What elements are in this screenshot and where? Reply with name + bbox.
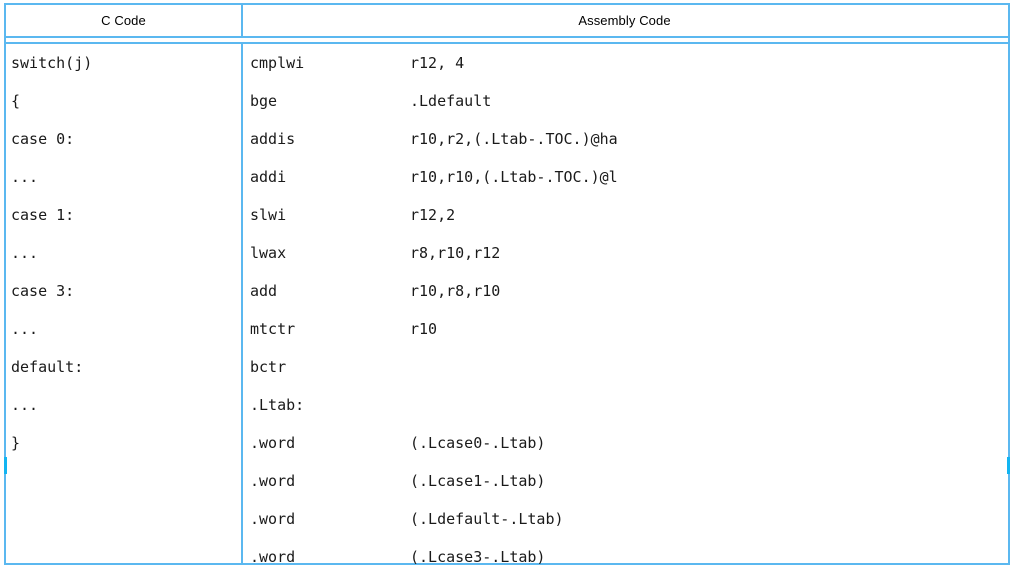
table-row: ... mtctr r10 — [6, 310, 1008, 348]
table-row: ... addi r10,r10,(.Ltab-.TOC.)@l — [6, 158, 1008, 196]
assembly-opcode: .word — [250, 510, 296, 528]
assembly-code-cell: bge .Ldefault — [241, 82, 1008, 120]
assembly-operands: .Ldefault — [410, 92, 492, 110]
table-row: .word (.Ldefault-.Ltab) — [6, 500, 1008, 538]
assembly-code-cell: addi r10,r10,(.Ltab-.TOC.)@l — [241, 158, 1008, 196]
c-code-cell — [6, 500, 241, 538]
assembly-code-cell: .word (.Ldefault-.Ltab) — [241, 500, 1008, 538]
c-code-cell — [6, 462, 241, 500]
table-row: ... lwax r8,r10,r12 — [6, 234, 1008, 272]
assembly-operands: r12,2 — [410, 206, 456, 224]
assembly-code-cell: lwax r8,r10,r12 — [241, 234, 1008, 272]
column-header-c-code: C Code — [101, 13, 146, 28]
assembly-opcode: addis — [250, 130, 296, 148]
c-code-cell: case 1: — [11, 206, 75, 224]
assembly-operands: (.Ldefault-.Ltab) — [410, 510, 564, 528]
table-header-row: C Code Assembly Code — [6, 5, 1008, 36]
assembly-opcode: slwi — [250, 206, 287, 224]
c-code-cell: switch(j) — [11, 54, 93, 72]
assembly-operands: r8,r10,r12 — [410, 244, 501, 262]
header-column-divider — [241, 5, 243, 36]
c-code-cell: ... — [11, 396, 39, 414]
header-rule-lower — [6, 42, 1008, 44]
c-code-cell — [6, 538, 241, 576]
table-row: case 1: slwi r12,2 — [6, 196, 1008, 234]
table-row: case 0: addis r10,r2,(.Ltab-.TOC.)@ha — [6, 120, 1008, 158]
assembly-opcode: addi — [250, 168, 287, 186]
assembly-opcode: lwax — [250, 244, 287, 262]
assembly-code-cell: slwi r12,2 — [241, 196, 1008, 234]
left-edge-accent-marker — [4, 457, 7, 474]
c-code-cell: ... — [11, 168, 39, 186]
assembly-operands: r10 — [410, 320, 438, 338]
table-body: switch(j) cmplwi r12, 4 { bge .Ldefault case 0… — [6, 44, 1008, 566]
c-code-cell: default: — [11, 358, 84, 376]
c-code-cell: case 0: — [11, 130, 75, 148]
assembly-operands: (.Lcase0-.Ltab) — [410, 434, 546, 452]
assembly-opcode: add — [250, 282, 278, 300]
assembly-opcode: mtctr — [250, 320, 296, 338]
table-row: { bge .Ldefault — [6, 82, 1008, 120]
table-row: case 3: add r10,r8,r10 — [6, 272, 1008, 310]
table-row: ... .Ltab: — [6, 386, 1008, 424]
code-comparison-table: C Code Assembly Code switch(j) cmplwi r12,… — [4, 3, 1010, 566]
assembly-code-cell: .word (.Lcase1-.Ltab) — [241, 462, 1008, 500]
table-row: .word (.Lcase3-.Ltab) — [6, 538, 1008, 576]
c-code-cell: case 3: — [11, 282, 75, 300]
assembly-opcode: .word — [250, 472, 296, 490]
assembly-operands: r12, 4 — [410, 54, 465, 72]
assembly-code-cell: bctr — [241, 348, 1008, 386]
body-column-divider — [241, 44, 243, 563]
assembly-opcode: bge — [250, 92, 278, 110]
header-rule-upper — [6, 36, 1008, 38]
assembly-operands: (.Lcase3-.Ltab) — [410, 548, 546, 566]
c-code-cell: } — [11, 434, 21, 452]
assembly-opcode: .word — [250, 548, 296, 566]
c-code-cell: { — [11, 92, 21, 110]
assembly-opcode: cmplwi — [250, 54, 305, 72]
assembly-code-cell: .Ltab: — [241, 386, 1008, 424]
table-row: .word (.Lcase1-.Ltab) — [6, 462, 1008, 500]
right-edge-accent-marker — [1007, 457, 1010, 474]
table-row: } .word (.Lcase0-.Ltab) — [6, 424, 1008, 462]
assembly-code-cell: mtctr r10 — [241, 310, 1008, 348]
column-header-assembly-code: Assembly Code — [578, 13, 671, 28]
assembly-operands: r10,r2,(.Ltab-.TOC.)@ha — [410, 130, 618, 148]
assembly-opcode: .word — [250, 434, 296, 452]
assembly-opcode: bctr — [250, 358, 287, 376]
c-code-cell: ... — [11, 244, 39, 262]
assembly-code-cell: .word (.Lcase0-.Ltab) — [241, 424, 1008, 462]
assembly-code-cell: cmplwi r12, 4 — [241, 44, 1008, 82]
c-code-cell: ... — [11, 320, 39, 338]
table-row: default: bctr — [6, 348, 1008, 386]
assembly-code-cell: .word (.Lcase3-.Ltab) — [241, 538, 1008, 576]
assembly-operands: (.Lcase1-.Ltab) — [410, 472, 546, 490]
assembly-code-cell: addis r10,r2,(.Ltab-.TOC.)@ha — [241, 120, 1008, 158]
table-row: switch(j) cmplwi r12, 4 — [6, 44, 1008, 82]
assembly-opcode: .Ltab: — [250, 396, 305, 414]
assembly-operands: r10,r10,(.Ltab-.TOC.)@l — [410, 168, 618, 186]
assembly-operands: r10,r8,r10 — [410, 282, 501, 300]
assembly-code-cell: add r10,r8,r10 — [241, 272, 1008, 310]
